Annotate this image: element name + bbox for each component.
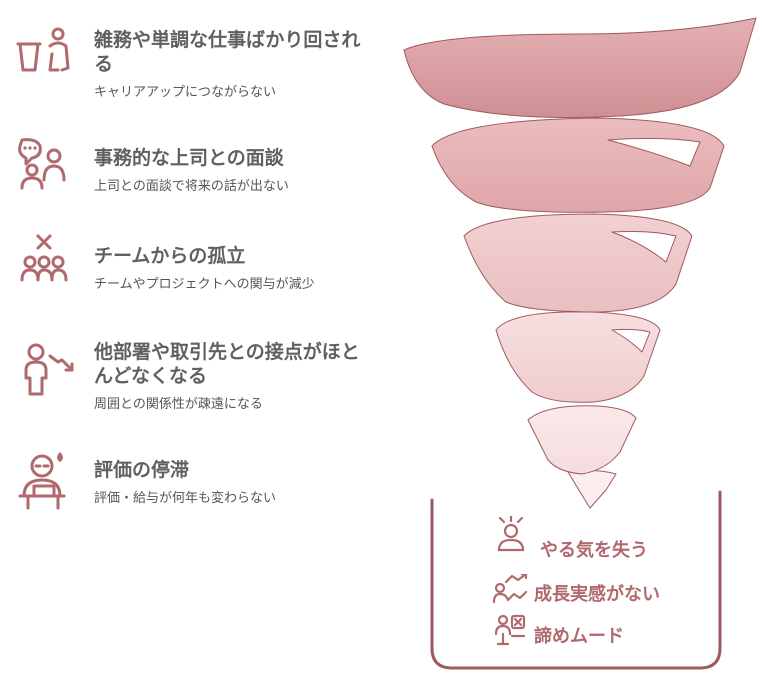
item-title: チームからの孤立 [94, 245, 246, 267]
chat-people-icon [18, 138, 66, 190]
item-desc: キャリアアップにつながらない [94, 85, 277, 100]
outcome-bucket [430, 490, 722, 670]
spiral-band-5 [527, 405, 637, 475]
item-desc: 周囲との関係性が疎遠になる [94, 397, 263, 412]
resigned-people-icon [494, 614, 526, 646]
item-desc: 評価・給与が何年も変わらない [94, 491, 277, 506]
spiral-band-4 [495, 311, 661, 403]
spiral-band-6 [567, 469, 617, 509]
outcome-label-1: やる気を失う [540, 540, 648, 561]
item-title: 事務的な上司との面談 [94, 147, 284, 169]
trash-worker-icon [16, 27, 70, 72]
outcome-label-3: 諦めムード [534, 626, 624, 647]
spiral-band-3 [463, 213, 693, 313]
item-desc: 上司との面談で将来の話が出ない [94, 179, 289, 194]
person-at-desk-icon [18, 452, 66, 510]
item-title: 他部署や取引先との接点がほとんどなくなる [94, 341, 360, 387]
person-declining-icon [24, 343, 74, 396]
stressed-person-icon [497, 516, 525, 552]
item-title: 雑務や単調な仕事ばかり回される [94, 29, 361, 75]
spiral-funnel [403, 17, 757, 670]
item-title: 評価の停滞 [94, 459, 190, 481]
item-desc: チームやプロジェクトへの関与が減少 [94, 277, 315, 292]
team-removed-icon [20, 234, 68, 282]
outcome-label-2: 成長実感がない [534, 584, 660, 605]
spiral-band-1 [403, 17, 757, 118]
declining-growth-icon [492, 574, 528, 604]
spiral-band-2 [431, 117, 725, 213]
